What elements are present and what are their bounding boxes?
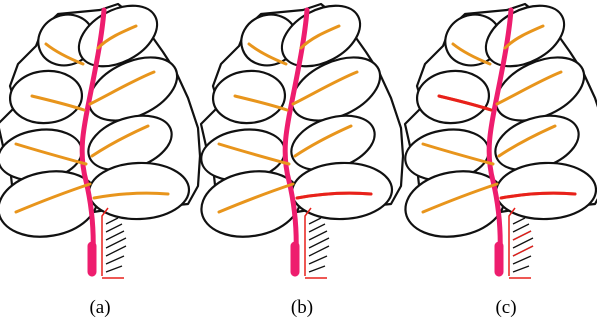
highlighted-vein-c-2 [499,191,577,200]
panel-b [196,0,403,278]
panel-c [400,0,597,278]
highlighted-vein-b [295,191,373,200]
panel-a [0,0,200,278]
caption-a: (a) [89,297,111,318]
plant-drawing-c [400,0,597,278]
caption-c: (c) [495,297,517,318]
caption-b: (b) [290,297,314,318]
plant-drawing-a [0,0,200,278]
highlighted-vein-c-1 [437,94,493,112]
plant-drawing-b [196,0,403,278]
highlighted-hatch-c [512,230,534,257]
